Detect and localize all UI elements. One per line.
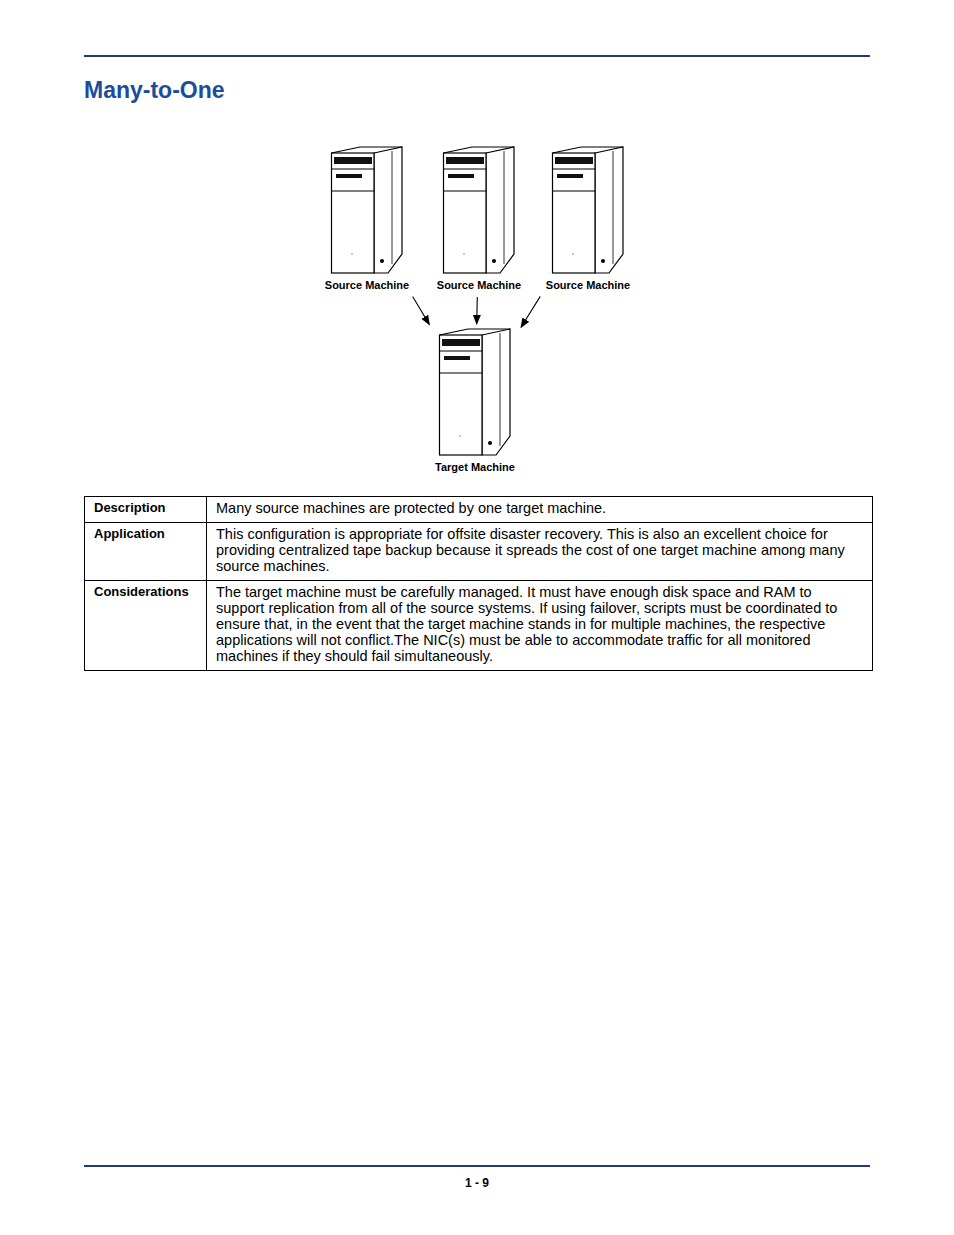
- server-tower: [330, 146, 404, 275]
- server-node: Target Machine: [431, 328, 519, 475]
- table-value: The target machine must be carefully man…: [207, 581, 873, 671]
- server-tower: [551, 146, 625, 275]
- server-node: Source Machine: [321, 146, 413, 293]
- table-key: Considerations: [85, 581, 207, 671]
- server-tower: [438, 328, 512, 457]
- server-node: Source Machine: [433, 146, 525, 293]
- machine-label: Target Machine: [434, 461, 516, 473]
- table-value: Many source machines are protected by on…: [207, 497, 873, 523]
- info-table: DescriptionMany source machines are prot…: [84, 496, 873, 671]
- table-key: Description: [85, 497, 207, 523]
- replication-arrow: [476, 297, 478, 324]
- replication-arrow: [521, 296, 540, 327]
- replication-arrow: [413, 296, 430, 324]
- machine-label: Source Machine: [545, 279, 631, 291]
- table-value: This configuration is appropriate for of…: [207, 523, 873, 581]
- page-title: Many-to-One: [84, 77, 225, 104]
- machine-label: Source Machine: [436, 279, 522, 291]
- server-node: Source Machine: [542, 146, 634, 293]
- machine-label: Source Machine: [324, 279, 410, 291]
- table-key: Application: [85, 523, 207, 581]
- header-rule: [84, 55, 870, 57]
- page-number: 1 - 9: [0, 1176, 954, 1190]
- footer-rule: [84, 1165, 870, 1167]
- server-tower: [442, 146, 516, 275]
